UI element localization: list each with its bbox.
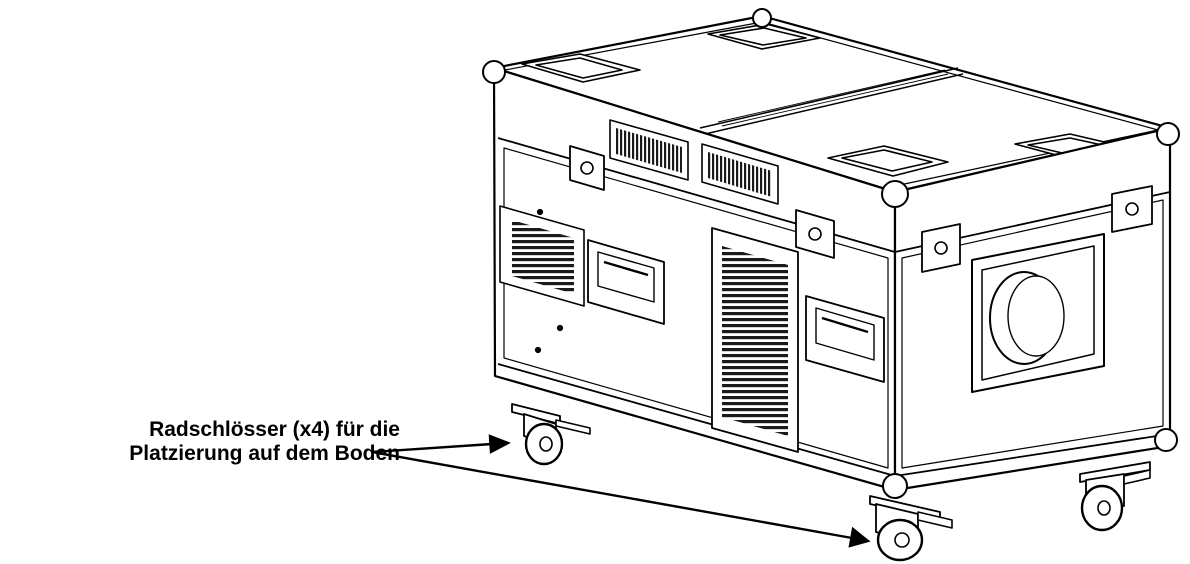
latch-knob xyxy=(1125,202,1139,216)
lid-handle-recess xyxy=(827,145,949,177)
latch-knob xyxy=(934,241,948,255)
caster-hub xyxy=(539,436,553,452)
arrow-icon xyxy=(488,434,511,454)
latch-knob xyxy=(580,161,594,175)
ball-corner xyxy=(1156,122,1180,146)
lid-inner-edge xyxy=(504,21,1159,187)
annotation-line-2: Platzierung auf dem Boden xyxy=(129,442,400,465)
side-lower-rail xyxy=(894,433,1171,477)
lid-handle-recess xyxy=(521,53,641,83)
road-case-icon xyxy=(482,8,1180,562)
side-panel-border xyxy=(901,199,1164,469)
lid-handle-recess xyxy=(707,23,821,50)
ball-corner xyxy=(752,8,772,28)
ball-corner xyxy=(882,473,908,499)
recessed-handle-bar xyxy=(603,260,649,277)
wheel-lock xyxy=(917,511,953,529)
lid-hinge-strip xyxy=(717,69,949,127)
callout-arrows xyxy=(371,434,871,548)
screw xyxy=(534,346,542,354)
wheel-lock xyxy=(555,419,591,435)
lid-center-seam xyxy=(699,67,964,135)
screw xyxy=(536,208,544,216)
recessed-handle-bar xyxy=(821,316,869,334)
wheel-lock xyxy=(1123,469,1151,485)
wheel-lock-annotation: Radschlösser (x4) für die Platzierung au… xyxy=(129,418,400,466)
duct-port-inner xyxy=(1007,275,1065,357)
ball-corner xyxy=(482,60,506,84)
vent-grille-slots xyxy=(708,152,772,197)
louver-slots xyxy=(512,220,574,294)
latch-knob xyxy=(808,227,822,241)
caster-hub xyxy=(894,532,910,548)
arrow-icon xyxy=(371,450,853,540)
screw xyxy=(556,324,564,332)
annotation-line-1: Radschlösser (x4) für die xyxy=(149,418,400,441)
caster-hub xyxy=(1097,500,1111,516)
front-lower-rail xyxy=(497,363,896,477)
ball-corner xyxy=(1154,428,1178,452)
arrow-icon xyxy=(371,442,493,454)
louver-slots xyxy=(722,246,788,436)
arrow-icon xyxy=(848,526,871,548)
front-panel-border xyxy=(503,147,889,469)
ball-corner xyxy=(881,180,909,208)
vent-grille-slots xyxy=(616,128,682,173)
